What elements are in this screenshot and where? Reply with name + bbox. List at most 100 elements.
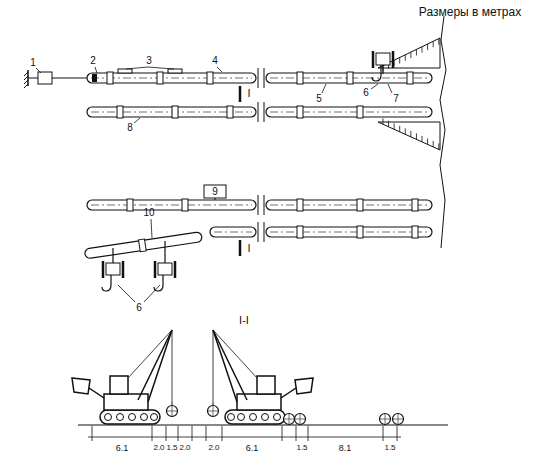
weld-joint [407,72,413,84]
dimension-tick [192,426,193,441]
weld-joint [297,199,303,211]
leader-line [134,118,140,123]
callout-number: 4 [212,56,218,66]
pipe-axis [270,205,428,206]
pipe [266,73,432,83]
pipe-section [295,414,306,425]
break-line [264,102,265,122]
callout-number: 6 [136,303,142,313]
leader-line [148,67,174,69]
roller [274,414,281,421]
roller [228,414,235,421]
callout-number: 9 [212,187,218,197]
dimension-tick [152,426,153,441]
slope-hatch [416,133,417,139]
units-note: Размеры в метрах [419,6,521,18]
roller [151,414,158,421]
slope-hatch [394,123,395,129]
pipe-axis [398,414,399,425]
weld-joint [139,239,147,252]
slope-hatch [433,41,434,47]
pipelayer [72,330,172,424]
slope-hatch [405,128,406,134]
pipe-axis [214,232,252,233]
dimension-tick [178,426,179,441]
weld-joint [117,106,123,118]
roller [105,414,112,421]
leader-line [371,84,378,89]
pipe [87,200,256,210]
pipe [84,232,202,259]
counterweight [295,378,313,394]
weld-joint [127,199,133,211]
dimension-tick [92,426,93,441]
dimension: 8.1 [339,444,352,453]
slope-hatch [433,141,434,147]
leader-line [217,67,222,72]
weld-joint [297,72,303,84]
weld-joint [207,72,213,84]
pipe [210,227,256,237]
slope-hatch [427,44,428,50]
leader-line [118,285,135,302]
slope-hatch [438,39,439,45]
weld-joint [357,199,363,211]
pipe-cap [92,74,97,82]
leader-line [126,67,148,69]
dimension-tick [166,426,167,441]
hook-cable [213,330,214,402]
section-mark-line [239,86,242,102]
leader-line [388,84,392,93]
pipelayer-body [158,263,172,275]
section-mark: I [247,88,250,99]
callout-number: 1 [30,58,36,68]
slope-hatch [422,47,423,53]
pipe-axis [91,78,252,79]
boom [138,330,172,400]
boom-cable [213,330,257,378]
boom [213,330,247,400]
track [100,410,160,424]
pipe-section [393,414,404,425]
callout-number: 3 [146,56,152,66]
slope-hatch [410,131,411,137]
pipelayer-body [106,263,120,275]
counterweight-arm [372,65,381,81]
break-line [264,222,265,242]
section-view [72,330,448,441]
dimension: 6.1 [116,444,129,453]
pipe-axis [91,205,252,206]
weld-joint [297,226,303,238]
slope-hatch [410,52,411,58]
slope-hatch [416,49,417,55]
winch-box [38,72,52,84]
leader-line [95,67,97,73]
slope-hatch [382,118,383,124]
tilted-pipe [84,231,202,260]
pipelayer-body [376,53,390,65]
roller [117,414,124,421]
cab [257,376,275,394]
break-line [264,68,265,88]
hook [172,402,173,405]
boom [148,330,172,402]
track [174,261,177,278]
body [104,394,148,410]
dimension-tick [282,426,283,441]
anchor-hatch [24,80,28,84]
slope-hatch [427,138,428,144]
section-title: I-I [239,315,249,326]
anchor-hatch [24,72,28,76]
body [237,394,281,410]
section-mark-line [239,240,242,256]
boom [112,248,113,263]
weld-joint [412,199,418,211]
callout-number: 5 [316,94,322,104]
weld-joint [412,226,418,238]
pipe-axis [213,406,214,417]
anchor-hatch [24,84,28,88]
boom-cable [128,330,172,378]
leader-line [36,68,41,73]
trench-edge [440,16,446,248]
pipe [266,227,432,237]
